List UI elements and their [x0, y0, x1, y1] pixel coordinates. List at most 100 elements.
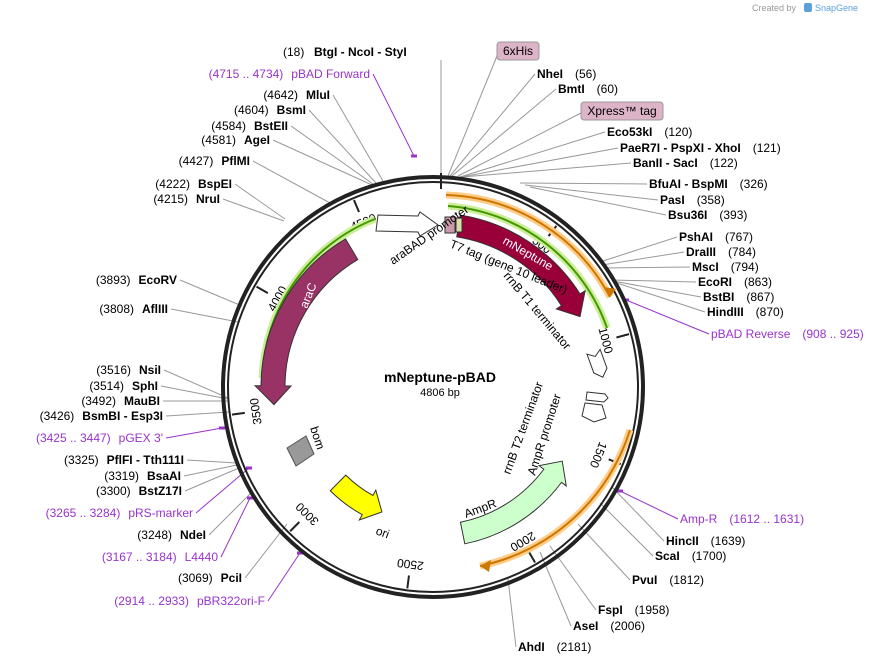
leader-line [222, 198, 285, 222]
restriction-site[interactable]: DraIII(784) [686, 245, 756, 259]
restriction-site[interactable]: PflMI(4427) [179, 154, 250, 168]
primer-name: pBAD Reverse [711, 327, 791, 341]
site-position: (4215) [153, 192, 188, 206]
primer-range: (3265 .. 3284) [46, 506, 121, 520]
restriction-site[interactable]: AhdI(2181) [518, 640, 591, 654]
restriction-site[interactable]: PshAI(767) [679, 230, 753, 244]
leader-line [519, 182, 648, 185]
restriction-site[interactable]: (18)BtgI - NcoI - StyI [283, 45, 407, 59]
site-position: (794) [731, 260, 759, 274]
leader-line [183, 464, 238, 477]
leader-line [449, 73, 536, 177]
site-name: PciI [221, 571, 242, 585]
6xhis-box[interactable] [496, 41, 540, 61]
site-position: (393) [719, 208, 747, 222]
restriction-site[interactable]: BsmBI - Esp3I(3426) [40, 409, 163, 423]
site-name: NdeI [180, 528, 206, 542]
primer-range: (908 .. 925) [802, 327, 863, 341]
restriction-site[interactable]: MauBI(3492) [81, 394, 160, 408]
restriction-site[interactable]: MluI(4642) [263, 88, 330, 102]
ori-feature[interactable] [329, 474, 383, 521]
rrnb-t1-terminator-feature[interactable] [586, 348, 609, 379]
site-position: (2181) [557, 640, 592, 654]
mneptune-feature[interactable] [456, 214, 586, 318]
primer-site[interactable]: Amp-R(1612 .. 1631) [680, 512, 804, 526]
primer-range: (3167 .. 3184) [102, 550, 177, 564]
primer-leader [267, 552, 301, 602]
primer-name: pRS-marker [128, 506, 193, 520]
orange-arc-top-core [445, 194, 611, 298]
restriction-site[interactable]: PvuI(1812) [632, 573, 704, 587]
primer-site[interactable]: pBAD Forward(4715 .. 4734) [209, 67, 370, 81]
restriction-site[interactable]: EcoRI(863) [698, 275, 772, 289]
site-name: DraIII [686, 245, 716, 259]
restriction-site[interactable]: PciI(3069) [178, 571, 242, 585]
restriction-site[interactable]: BstEII(4584) [211, 119, 288, 133]
primer-site[interactable]: L4440 (3167 .. 3184) [102, 550, 218, 564]
restriction-site[interactable]: BmtI(60) [558, 82, 618, 96]
restriction-site[interactable]: BanII - SacI (122) [633, 156, 738, 170]
restriction-site[interactable]: PasI(358) [660, 193, 725, 207]
primer-site[interactable]: pGEX 3'(3425 .. 3447) [36, 431, 163, 445]
xpress-box[interactable] [580, 101, 664, 121]
primer-name: L4440 [185, 550, 219, 564]
tick-label: 3500 [247, 397, 265, 426]
tick-mark [353, 199, 360, 213]
primer-site[interactable]: pBAD Reverse (908 .. 925) [711, 327, 864, 341]
restriction-site[interactable]: BfuAI - BspMI(326) [649, 177, 768, 191]
ampr-promoter-feature[interactable] [581, 402, 607, 423]
primer-site[interactable]: pBR322ori-F(2914 .. 2933) [114, 594, 265, 608]
ampr-feature[interactable] [459, 460, 567, 545]
restriction-site[interactable]: AflIII(3808) [99, 302, 168, 316]
restriction-site[interactable]: FspI(1958) [598, 603, 669, 617]
site-name: BanII - SacI [633, 156, 698, 170]
arabad-promoter-feature[interactable] [375, 211, 439, 237]
restriction-site[interactable]: BstBI(867) [703, 290, 774, 304]
restriction-site[interactable]: Bsu36I(393) [668, 208, 747, 222]
site-position: (3325) [64, 453, 99, 467]
site-name: BfuAI - BspMI [649, 177, 728, 191]
site-name: BmtI [558, 82, 585, 96]
restriction-site[interactable]: BspEI(4222) [155, 177, 232, 191]
restriction-site[interactable]: PaeR7I - PspXI - XhoI(121) [620, 141, 781, 155]
restriction-site[interactable]: SphI(3514) [89, 379, 158, 393]
restriction-site[interactable]: NsiI(3516) [96, 363, 161, 377]
site-position: (358) [697, 193, 725, 207]
restriction-site[interactable]: MscI(794) [692, 260, 759, 274]
primer-leader [619, 490, 679, 520]
restriction-site[interactable]: ScaI(1700) [655, 549, 726, 563]
rrnb-t2-terminator-feature[interactable] [585, 391, 609, 403]
restriction-site[interactable]: AseI(2006) [573, 619, 645, 633]
restriction-site[interactable]: BsmI(4604) [234, 103, 306, 117]
restriction-site[interactable]: EcoRV(3893) [96, 273, 177, 287]
restriction-site[interactable]: NheI(56) [537, 67, 596, 81]
restriction-site[interactable]: BsaAI(3319) [104, 469, 181, 483]
site-name: HincII [666, 534, 699, 548]
restriction-site[interactable]: HindIII(870) [707, 305, 784, 319]
restriction-site[interactable]: AgeI(4581) [201, 133, 270, 147]
site-position: (4581) [201, 133, 236, 147]
backbone-outer [221, 175, 645, 599]
6xhis-feature[interactable] [444, 216, 456, 234]
plasmid-name: mNeptune-pBAD [384, 369, 496, 385]
site-name: BstZ17I [139, 484, 182, 498]
primer-site[interactable]: pRS-marker (3265 .. 3284) [46, 506, 193, 520]
site-position: (2006) [610, 619, 645, 633]
site-position: (767) [725, 230, 753, 244]
leader-line [611, 279, 697, 283]
small-features [375, 211, 609, 423]
xpress-feature[interactable] [455, 217, 463, 233]
site-position: (122) [710, 156, 738, 170]
site-name: EcoRI [698, 275, 732, 289]
restriction-site[interactable]: HincII (1639) [666, 534, 745, 548]
primer-name: pGEX 3' [119, 431, 163, 445]
restriction-site[interactable]: PflFI - Tth111I(3325) [64, 453, 184, 467]
arac-feature[interactable] [253, 238, 359, 406]
restriction-site[interactable]: Eco53kI(120) [607, 125, 692, 139]
restriction-site[interactable]: NdeI(3248) [137, 528, 206, 542]
restriction-site[interactable]: NruI(4215) [153, 192, 220, 206]
primer-name: Amp-R [680, 512, 718, 526]
site-position: (1639) [711, 534, 746, 548]
bom-feature[interactable] [286, 435, 315, 467]
restriction-site[interactable]: BstZ17I(3300) [96, 484, 182, 498]
